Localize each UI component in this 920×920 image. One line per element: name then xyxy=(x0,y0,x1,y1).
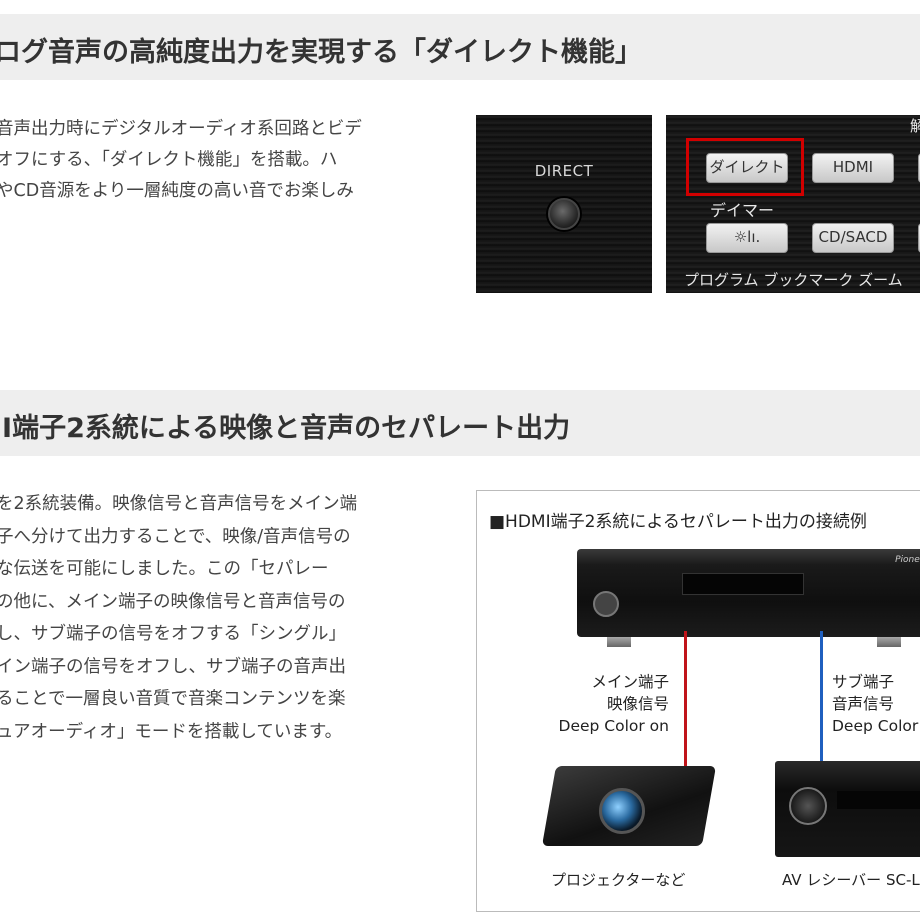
remote-dimmer-label: デイマー xyxy=(710,201,775,220)
bluray-player-image: Pioneer xyxy=(577,549,920,647)
paragraph-line: ュアオーディオ」モードを搭載しています。 xyxy=(0,721,343,742)
main-hdmi-cable xyxy=(684,631,687,781)
player-brand: Pioneer xyxy=(895,555,920,565)
projector-image xyxy=(539,746,719,856)
paragraph-line: な伝送を可能にしました。この「セパレー xyxy=(0,559,329,579)
sub-hdmi-cable xyxy=(820,631,823,781)
section-heading-hdmi: II端子2系統による映像と音声のセパレート出力 xyxy=(0,390,920,456)
remote-dimmer-button: ☼lı. xyxy=(706,223,788,253)
sub-terminal-label: サブ端子 音声信号 Deep Color xyxy=(832,671,918,737)
label-line: 音声信号 xyxy=(832,695,895,713)
paragraph-line: の他に、メイン端子の映像信号と音声信号の xyxy=(0,591,346,612)
paragraph-line: やCD音源をより一層純度の高い音でお楽しみ xyxy=(0,181,354,201)
remote-bottom-labels: プログラム ブックマーク ズーム xyxy=(684,271,903,289)
highlight-box xyxy=(686,138,804,196)
paragraph-line: 子へ分けて出力することで、映像/音声信号の xyxy=(0,526,351,547)
projector-caption: プロジェクターなど xyxy=(551,871,686,889)
label-line: Deep Color on xyxy=(558,717,669,735)
paragraph-line: イン端子の信号をオフし、サブ端子の音声出 xyxy=(0,656,346,677)
projector-lens-icon xyxy=(599,788,645,834)
receiver-display xyxy=(837,791,920,809)
direct-description: 音声出力時にデジタルオーディオ系回路とビデ オフにする、「ダイレクト機能」を搭載… xyxy=(0,114,362,207)
volume-dial-icon xyxy=(789,787,827,825)
av-receiver-image xyxy=(775,761,920,857)
main-terminal-label: メイン端子 映像信号 Deep Color on xyxy=(559,671,669,737)
direct-label: DIRECT xyxy=(534,162,594,180)
paragraph-line: オフにする、「ダイレクト機能」を搭載。ハ xyxy=(0,150,338,170)
diagram-title: ■HDMI端子2系統によるセパレート出力の接続例 xyxy=(489,512,867,532)
hdmi-description: を2系統装備。映像信号と音声信号をメイン端 子へ分けて出力することで、映像/音声… xyxy=(0,488,357,748)
remote-top-label: 解 xyxy=(910,117,920,135)
label-line: 映像信号 xyxy=(606,695,669,713)
section-heading-direct: ログ音声の高純度出力を実現する「ダイレクト機能」 xyxy=(0,14,920,80)
paragraph-line: を2系統装備。映像信号と音声信号をメイン端 xyxy=(0,494,358,514)
label-line: Deep Color xyxy=(832,717,919,735)
remote-control-photo: 解 ダイレクト HDMI デイマー ☼lı. CD/SACD プログラム ブック… xyxy=(666,115,920,293)
power-knob-icon xyxy=(593,591,619,617)
section-heading-direct-text: ログ音声の高純度出力を実現する「ダイレクト機能」 xyxy=(0,37,642,68)
player-display xyxy=(682,573,804,595)
remote-hdmi-button: HDMI xyxy=(812,153,894,183)
label-line: メイン端子 xyxy=(591,673,669,691)
player-foot xyxy=(877,637,901,647)
section-heading-hdmi-text: II端子2系統による映像と音声のセパレート出力 xyxy=(0,413,571,444)
paragraph-line: ることで一層良い音質で音楽コンテンツを楽 xyxy=(0,689,346,709)
remote-cd-sacd-button: CD/SACD xyxy=(812,223,894,253)
receiver-caption: AV レシーバー SC-L xyxy=(782,871,920,889)
paragraph-line: 音声出力時にデジタルオーディオ系回路とビデ xyxy=(0,119,362,139)
paragraph-line: し、サブ端子の信号をオフする「シングル」 xyxy=(0,624,346,644)
player-foot xyxy=(607,637,631,647)
direct-knob-icon xyxy=(548,198,580,230)
label-line: サブ端子 xyxy=(832,673,895,691)
remote-direct-button: ダイレクト xyxy=(706,153,788,183)
connection-diagram: ■HDMI端子2系統によるセパレート出力の接続例 Pioneer メイン端子 映… xyxy=(476,490,920,912)
direct-button-photo: DIRECT xyxy=(476,115,652,293)
